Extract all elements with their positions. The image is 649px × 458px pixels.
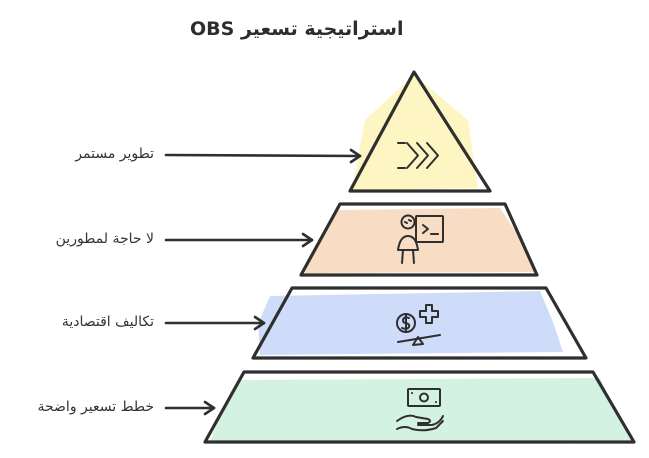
pyramid-level-1 (348, 70, 492, 193)
arrow-level-1 (164, 148, 362, 164)
fast-forward-icon (397, 142, 439, 169)
arrow-level-3 (164, 315, 266, 331)
level-4-outline (203, 370, 636, 444)
level-4-fill (210, 378, 632, 442)
level-3-outline (251, 286, 588, 360)
level-1-fill (352, 75, 478, 190)
developer-screen-icon (397, 214, 444, 264)
dollar-balance-icon (396, 304, 441, 346)
money-hand-icon (396, 388, 444, 432)
pyramid-level-3 (251, 286, 588, 360)
level-2-label: لا حاجة لمطورين (55, 231, 154, 247)
level-1-label: تطوير مستمر (75, 146, 154, 162)
level-1-outline (348, 70, 492, 193)
pyramid-level-4 (203, 370, 636, 444)
pyramid-level-2 (299, 202, 539, 277)
level-3-fill (258, 291, 563, 355)
level-3-label: تكاليف اقتصادية (61, 314, 154, 330)
arrow-level-4 (164, 400, 216, 416)
arrow-level-2 (164, 232, 314, 248)
level-2-fill (305, 208, 534, 273)
diagram-title: OBS استراتيجية تسعير (190, 18, 404, 40)
level-2-outline (299, 202, 539, 277)
level-4-label: خطط تسعير واضحة (37, 399, 155, 415)
